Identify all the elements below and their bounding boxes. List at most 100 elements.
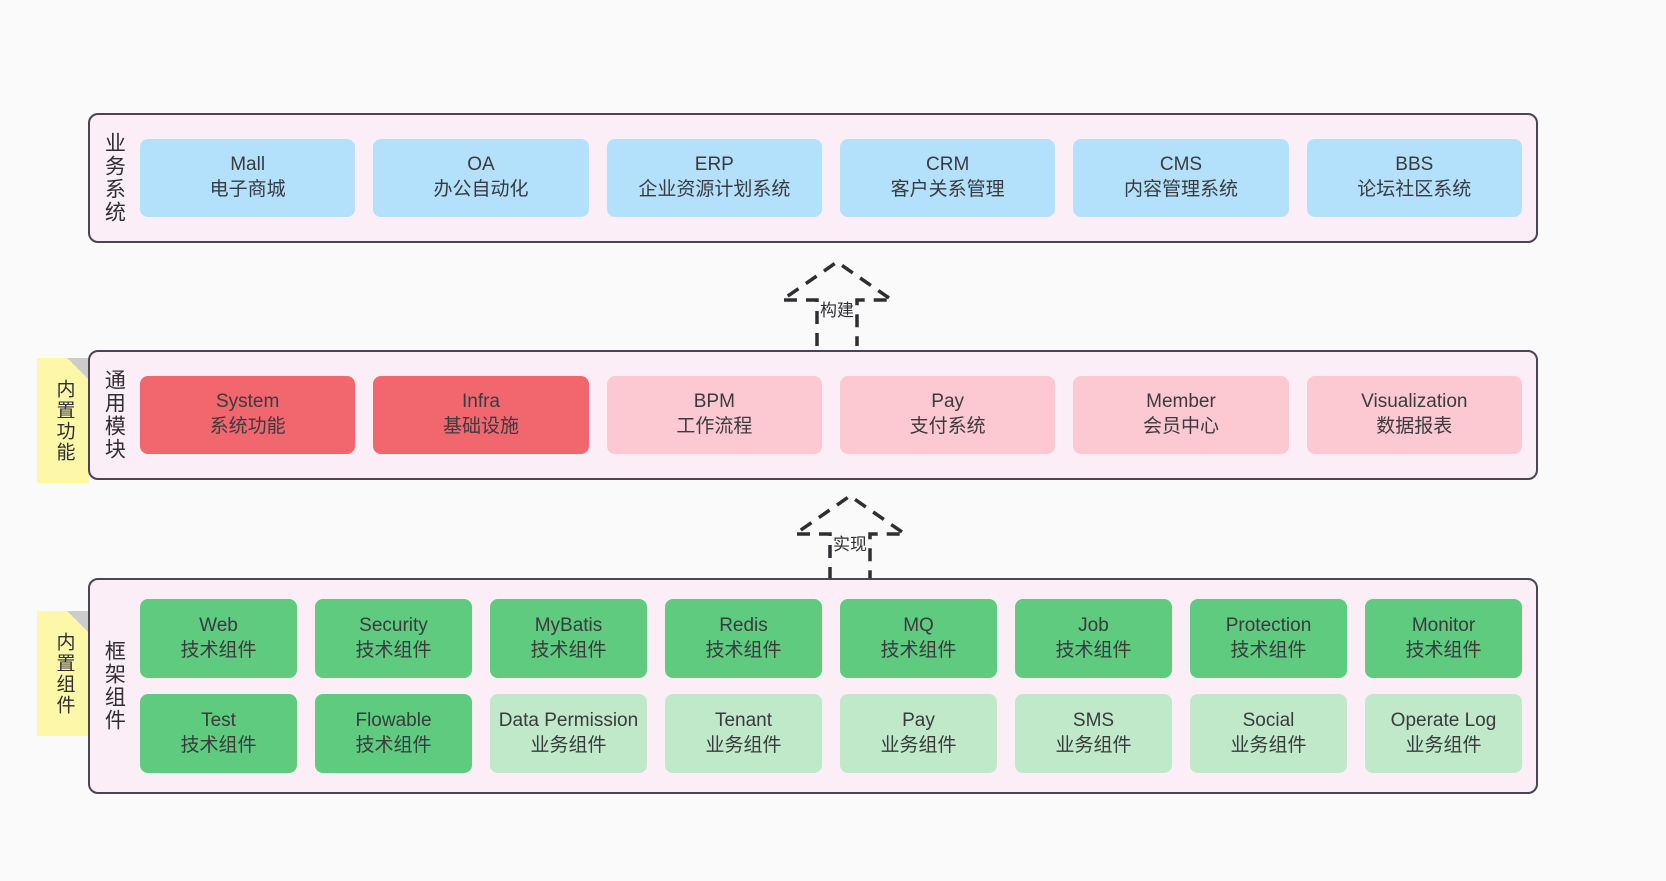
- card-title-cn: 论坛社区系统: [1357, 179, 1472, 200]
- card-title-en: MyBatis: [534, 614, 603, 636]
- card-member[interactable]: Member 会员中心: [1073, 376, 1289, 454]
- card-title-cn: 支付系统: [909, 416, 986, 437]
- card-row: Web 技术组件 Security 技术组件 MyBatis 技术组件 Redi…: [140, 599, 1522, 678]
- layer-title-framework-component: 框架组件: [102, 640, 126, 732]
- layer-business-system[interactable]: 业务系统 Mall 电子商城 OA 办公自动化 ERP 企业资源计划系统 CRM…: [88, 113, 1538, 243]
- card-title-cn: 企业资源计划系统: [638, 179, 791, 200]
- card-mall[interactable]: Mall 电子商城: [140, 139, 356, 217]
- layer-framework-component[interactable]: 框架组件 Web 技术组件 Security 技术组件 MyBatis 技术组件…: [88, 578, 1538, 794]
- sticky-fold-icon: [67, 358, 89, 380]
- arrow-build: 构建: [762, 258, 912, 348]
- card-pay[interactable]: Pay 支付系统: [839, 376, 1056, 454]
- card-social[interactable]: Social 业务组件: [1190, 694, 1347, 773]
- card-monitor[interactable]: Monitor 技术组件: [1365, 599, 1522, 678]
- card-test[interactable]: Test 技术组件: [140, 694, 297, 773]
- arrow-implement: 实现: [775, 492, 925, 582]
- card-row: Test 技术组件 Flowable 技术组件 Data Permission …: [140, 694, 1522, 773]
- card-title-en: Flowable: [355, 709, 432, 731]
- card-title-en: Web: [199, 614, 238, 636]
- card-tenant[interactable]: Tenant 业务组件: [665, 694, 822, 773]
- card-title-en: Data Permission: [498, 709, 639, 731]
- card-title-en: Security: [359, 614, 428, 636]
- card-title-en: Tenant: [714, 709, 773, 731]
- card-oa[interactable]: OA 办公自动化: [373, 139, 589, 217]
- sticky-note-label: 内置功能: [53, 378, 75, 463]
- card-title-en: Pay: [931, 391, 965, 413]
- sticky-note-builtin-components[interactable]: 内置组件: [37, 611, 89, 736]
- card-row: System 系统功能 Infra 基础设施 BPM 工作流程 Pay 支付系统…: [140, 376, 1522, 454]
- card-job[interactable]: Job 技术组件: [1015, 599, 1172, 678]
- sticky-note-builtin-features[interactable]: 内置功能: [37, 358, 89, 483]
- card-title-cn: 工作流程: [676, 416, 753, 437]
- card-title-cn: 电子商城: [209, 179, 286, 200]
- card-crm[interactable]: CRM 客户关系管理: [839, 139, 1056, 217]
- card-title-en: Member: [1146, 391, 1216, 413]
- card-title-cn: 技术组件: [1230, 639, 1307, 661]
- card-title-cn: 技术组件: [355, 639, 432, 661]
- card-title-cn: 业务组件: [1230, 734, 1307, 756]
- card-title-cn: 技术组件: [180, 734, 257, 756]
- card-flowable[interactable]: Flowable 技术组件: [315, 694, 472, 773]
- card-infra[interactable]: Infra 基础设施: [373, 376, 589, 454]
- card-title-cn: 会员中心: [1142, 416, 1219, 437]
- card-title-cn: 技术组件: [1055, 639, 1132, 661]
- card-title-en: Mall: [230, 154, 266, 176]
- card-cms[interactable]: CMS 内容管理系统: [1073, 139, 1289, 217]
- card-web[interactable]: Web 技术组件: [140, 599, 297, 678]
- card-title-cn: 业务组件: [530, 734, 607, 756]
- card-title-en: Pay: [902, 709, 935, 731]
- card-title-cn: 技术组件: [530, 639, 607, 661]
- card-title-en: Job: [1078, 614, 1109, 636]
- card-title-en: Protection: [1225, 614, 1312, 636]
- card-title-en: System: [215, 391, 280, 413]
- card-title-en: Social: [1242, 709, 1295, 731]
- card-data-permission[interactable]: Data Permission 业务组件: [490, 694, 647, 773]
- card-visualization[interactable]: Visualization 数据报表: [1306, 376, 1522, 454]
- card-title-en: ERP: [694, 154, 734, 176]
- card-pay-business[interactable]: Pay 业务组件: [840, 694, 997, 773]
- card-erp[interactable]: ERP 企业资源计划系统: [606, 139, 822, 217]
- card-title-en: Visualization: [1361, 391, 1468, 413]
- card-title-en: Monitor: [1411, 614, 1476, 636]
- card-bbs[interactable]: BBS 论坛社区系统: [1306, 139, 1522, 217]
- card-title-cn: 数据报表: [1376, 416, 1453, 437]
- layer-cards-business-system: Mall 电子商城 OA 办公自动化 ERP 企业资源计划系统 CRM 客户关系…: [136, 115, 1536, 241]
- card-title-cn: 业务组件: [1405, 734, 1482, 756]
- card-sms[interactable]: SMS 业务组件: [1015, 694, 1172, 773]
- card-title-cn: 技术组件: [1405, 639, 1482, 661]
- card-title-cn: 技术组件: [880, 639, 957, 661]
- card-title-en: OA: [467, 154, 495, 176]
- sticky-fold-icon: [67, 611, 89, 633]
- card-title-cn: 内容管理系统: [1123, 179, 1238, 200]
- card-title-cn: 系统功能: [209, 416, 286, 437]
- card-title-en: SMS: [1072, 709, 1115, 731]
- layer-cards-common-module: System 系统功能 Infra 基础设施 BPM 工作流程 Pay 支付系统…: [136, 352, 1536, 478]
- card-title-en: Redis: [719, 614, 768, 636]
- card-title-en: Infra: [461, 391, 500, 413]
- card-system[interactable]: System 系统功能: [140, 376, 356, 454]
- card-redis[interactable]: Redis 技术组件: [665, 599, 822, 678]
- card-row: Mall 电子商城 OA 办公自动化 ERP 企业资源计划系统 CRM 客户关系…: [140, 139, 1522, 217]
- card-protection[interactable]: Protection 技术组件: [1190, 599, 1347, 678]
- card-bpm[interactable]: BPM 工作流程: [606, 376, 822, 454]
- layer-cards-framework-component: Web 技术组件 Security 技术组件 MyBatis 技术组件 Redi…: [136, 580, 1536, 792]
- sticky-note-label: 内置组件: [53, 631, 75, 716]
- card-title-cn: 办公自动化: [433, 179, 529, 200]
- card-title-en: Test: [201, 709, 236, 731]
- card-title-cn: 业务组件: [880, 734, 957, 756]
- layer-title-common-module: 通用模块: [102, 369, 126, 461]
- card-operate-log[interactable]: Operate Log 业务组件: [1365, 694, 1522, 773]
- card-title-en: BBS: [1395, 154, 1434, 176]
- card-title-en: Operate Log: [1390, 709, 1497, 731]
- layer-common-module[interactable]: 通用模块 System 系统功能 Infra 基础设施 BPM 工作流程 Pay…: [88, 350, 1538, 480]
- card-title-cn: 技术组件: [705, 639, 782, 661]
- card-mybatis[interactable]: MyBatis 技术组件: [490, 599, 647, 678]
- card-title-en: CRM: [926, 154, 970, 176]
- card-title-en: BPM: [693, 391, 735, 413]
- card-title-cn: 技术组件: [355, 734, 432, 756]
- card-title-cn: 技术组件: [180, 639, 257, 661]
- card-mq[interactable]: MQ 技术组件: [840, 599, 997, 678]
- card-title-cn: 客户关系管理: [890, 179, 1005, 200]
- card-security[interactable]: Security 技术组件: [315, 599, 472, 678]
- card-title-cn: 业务组件: [705, 734, 782, 756]
